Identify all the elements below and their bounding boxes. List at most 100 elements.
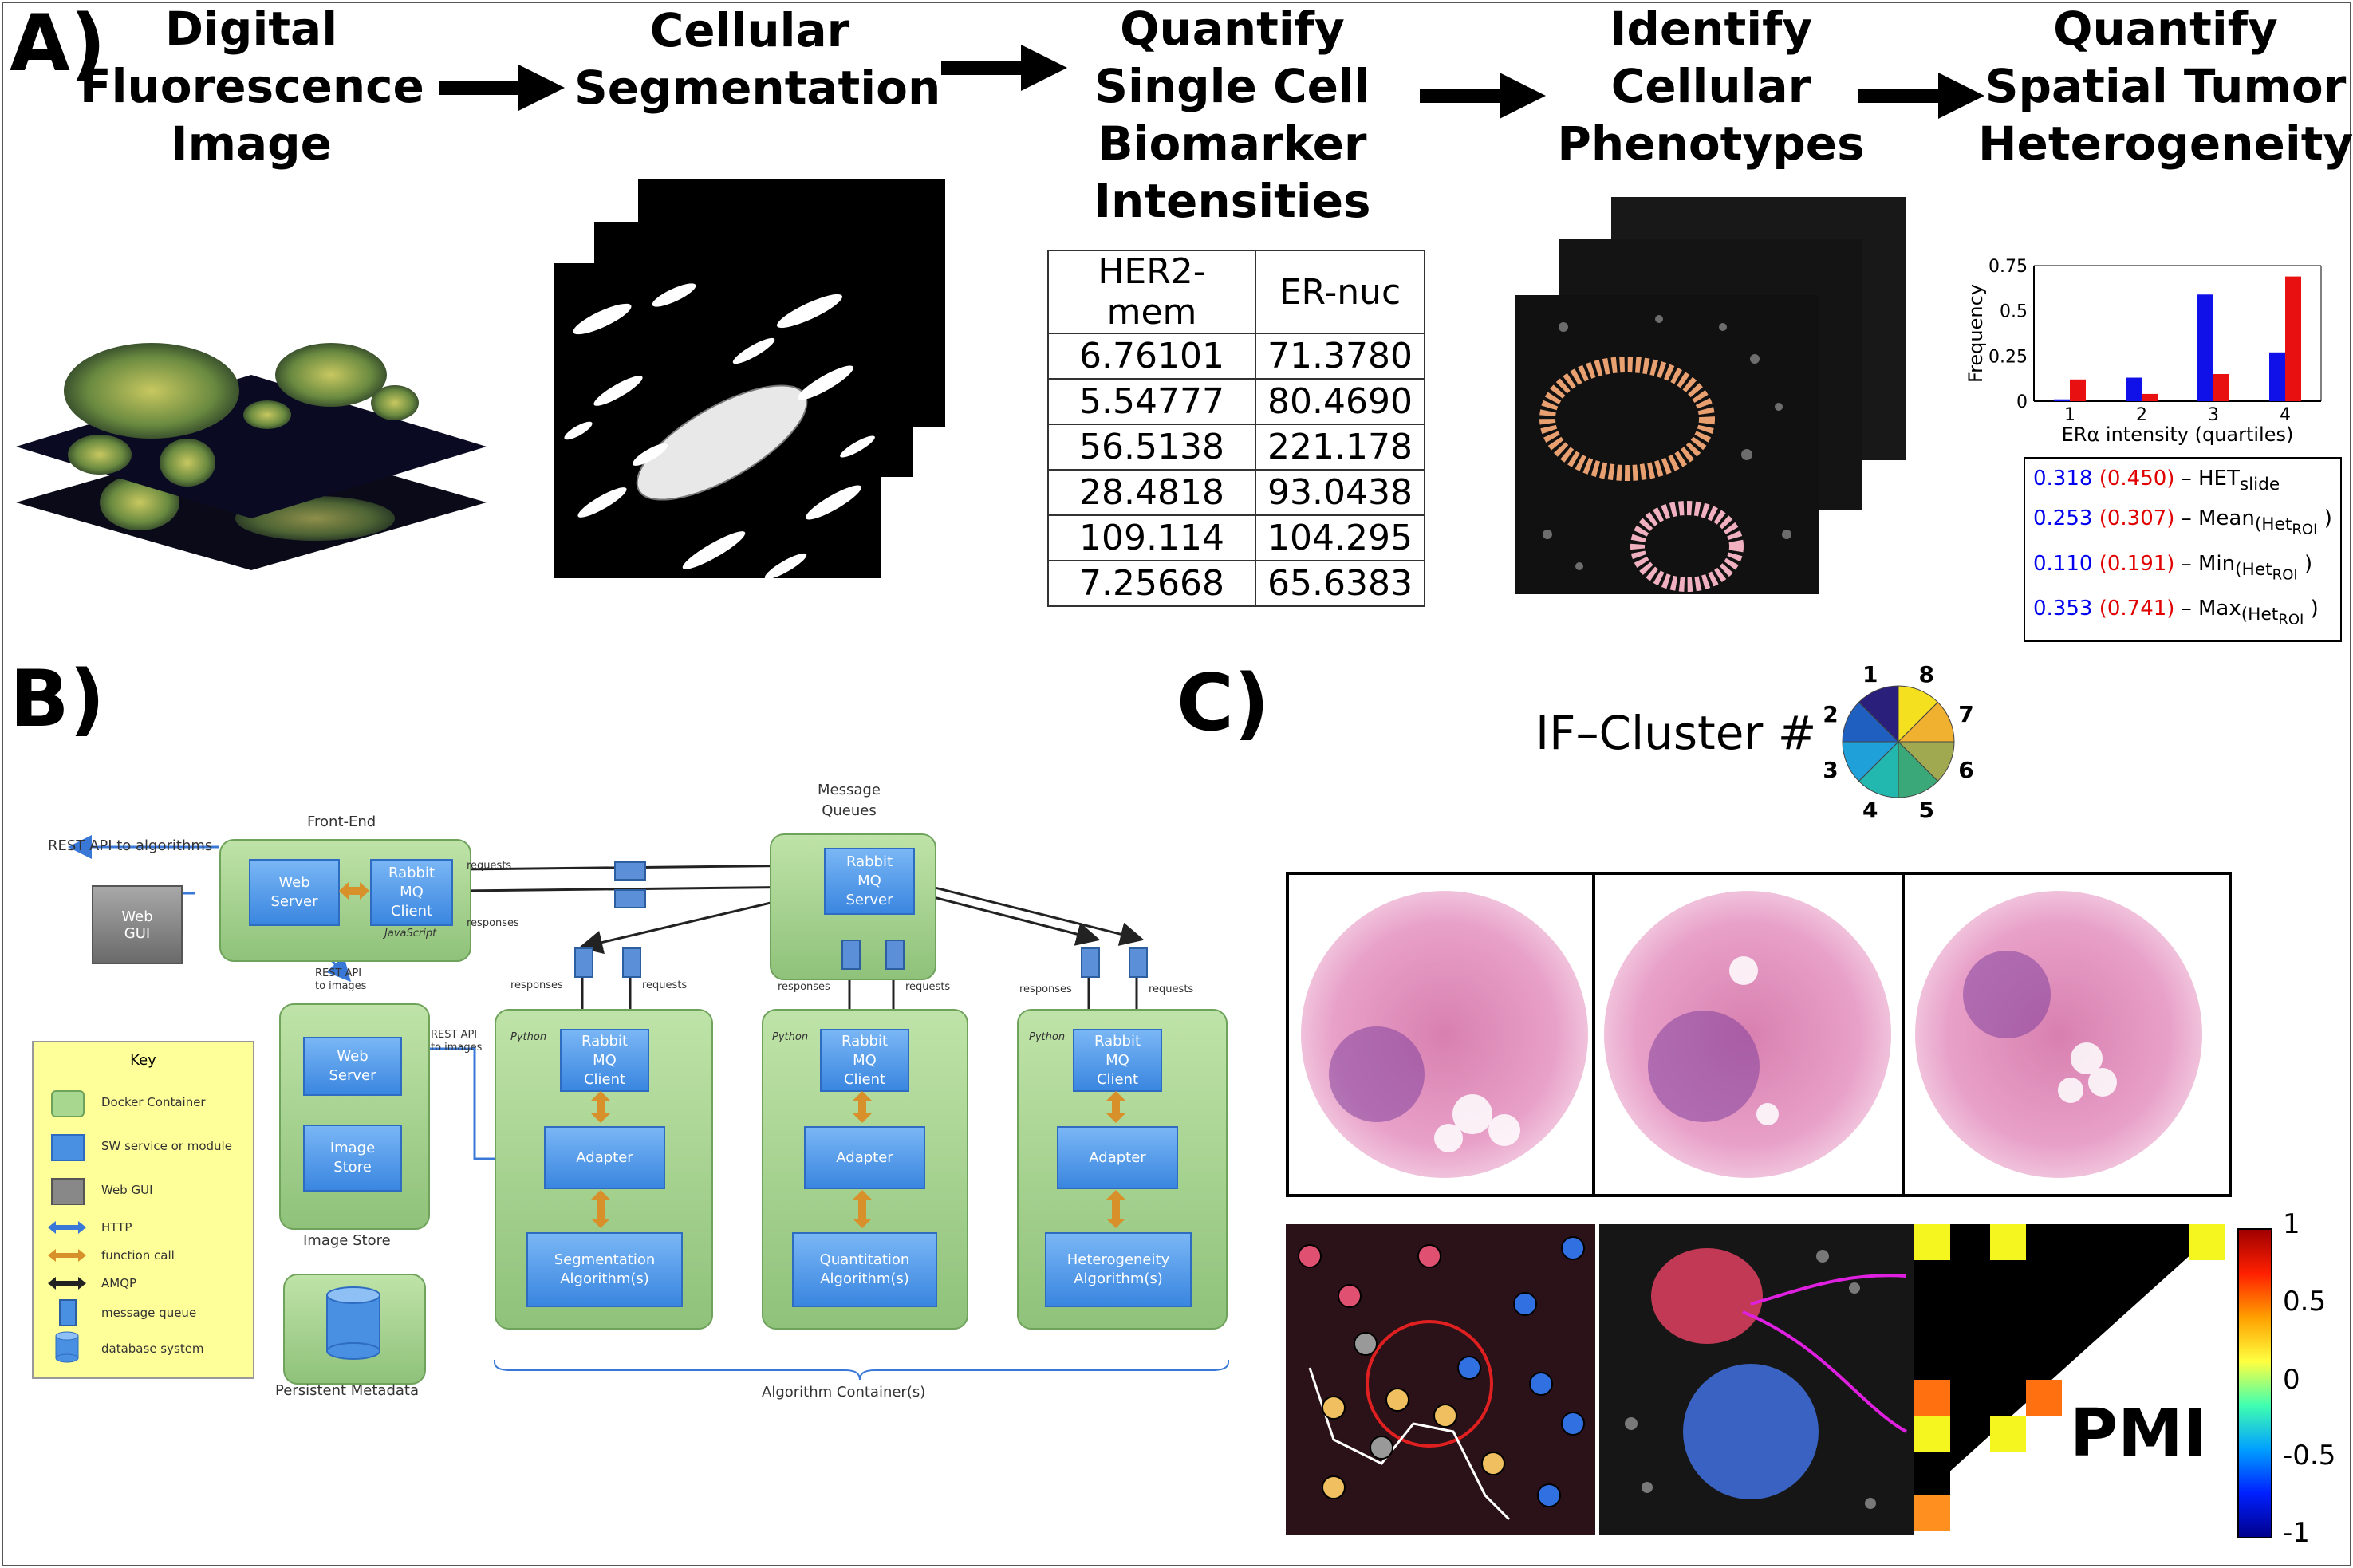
function-call-arrow	[591, 1190, 610, 1228]
table-cell: 109.114	[1047, 514, 1256, 561]
het-value: 0.253	[2033, 506, 2093, 531]
y-tick-label: 0	[2016, 392, 2028, 412]
cluster-number: 1	[1862, 661, 1878, 687]
phenotype-image-front	[1515, 295, 1819, 594]
table-cell: 5.54777	[1047, 378, 1256, 425]
het-value: 0.110	[2033, 551, 2093, 576]
y-tick-label: 0.5	[2000, 302, 2028, 322]
panel-b-label: B)	[10, 654, 105, 745]
message-queue-icon	[614, 889, 646, 908]
table-cell: 80.4690	[1255, 378, 1425, 425]
het-row: 0.110 (0.191) – Min(HetROI )	[2033, 547, 2332, 593]
cluster-number: 5	[1918, 797, 1933, 821]
x-tick-label: 4	[2280, 405, 2291, 425]
function-call-arrow	[591, 1091, 610, 1123]
het-sub-text: (Het	[2235, 559, 2272, 580]
function-call-arrow	[853, 1091, 872, 1123]
table-cell: 65.6383	[1255, 560, 1425, 607]
function-call-icon	[48, 1249, 86, 1262]
database-icon	[326, 1286, 380, 1360]
y-tick-label: 0.25	[1988, 347, 2028, 367]
key-label: database system	[101, 1341, 204, 1356]
column-header: ER-nuc	[1255, 250, 1425, 334]
het-label: – Min	[2181, 551, 2236, 576]
requests-label: requests	[642, 979, 688, 991]
bar	[2126, 377, 2142, 401]
bar	[2142, 393, 2158, 401]
segmentation-algorithm-box[interactable]: Segmentation Algorithm(s)	[526, 1232, 683, 1307]
het-adapter-box[interactable]: Adapter	[1057, 1126, 1178, 1189]
cluster-number: 7	[1958, 701, 1973, 727]
python-label: Python	[1029, 1031, 1066, 1043]
het-value-red: (0.741)	[2099, 597, 2175, 621]
function-call-arrow	[339, 882, 369, 900]
colorbar-tick: 0.5	[2283, 1286, 2327, 1318]
rest-api-images-label: REST API to images	[315, 967, 367, 992]
pmi-matrix	[1914, 1224, 2225, 1535]
het-sub-text: (Het	[2254, 514, 2292, 535]
key-label: message queue	[101, 1306, 197, 1320]
image-store-box[interactable]: Image Store	[303, 1125, 402, 1192]
bar	[2285, 276, 2301, 401]
y-axis-label: Frequency	[1965, 284, 1987, 383]
pie-slice	[1858, 685, 1899, 743]
key-label: Web GUI	[101, 1183, 153, 1197]
responses-label: responses	[778, 981, 830, 993]
het-sub: (HetROI	[2235, 559, 2298, 583]
cluster-number: 6	[1958, 757, 1973, 783]
responses-label: responses	[467, 917, 519, 929]
requests-label: requests	[905, 981, 951, 993]
persistent-metadata-label: Persistent Metadata	[275, 1382, 419, 1399]
rest-api-label: REST API to algorithms	[48, 837, 213, 854]
flow-arrow-4	[1858, 73, 1984, 119]
seg-rabbit-client-box[interactable]: Rabbit MQ Client	[560, 1029, 649, 1092]
key-label: HTTP	[101, 1220, 132, 1235]
pmi-label: PMI	[2070, 1396, 2208, 1471]
table-cell: 71.3780	[1255, 333, 1425, 380]
rabbit-mq-server-box[interactable]: Rabbit MQ Server	[824, 848, 915, 915]
image-store-title: Image Store	[303, 1232, 391, 1249]
seg-adapter-box[interactable]: Adapter	[544, 1126, 665, 1189]
step-identify-phenotypes: Identify Cellular Phenotypes	[1531, 0, 1890, 172]
image-web-server-box[interactable]: Web Server	[303, 1037, 402, 1096]
heterogeneity-algorithm-box[interactable]: Heterogeneity Algorithm(s)	[1045, 1232, 1192, 1307]
rabbit-mq-client-box[interactable]: Rabbit MQ Client	[370, 859, 453, 926]
legend-key: Key Docker Container SW service or modul…	[32, 1041, 254, 1379]
python-label: Python	[510, 1031, 547, 1043]
pmi-colorbar	[2237, 1228, 2272, 1538]
web-gui-icon	[51, 1178, 85, 1205]
y-tick-label: 0.75	[1988, 257, 2028, 277]
cluster-number: 2	[1823, 701, 1838, 727]
bar	[2197, 294, 2213, 401]
message-queue-key-icon	[59, 1299, 77, 1326]
quant-adapter-box[interactable]: Adapter	[804, 1126, 925, 1189]
het-tail: )	[2317, 506, 2332, 531]
sw-service-icon	[51, 1134, 85, 1161]
web-server-box[interactable]: Web Server	[249, 859, 340, 926]
table-cell: 28.4818	[1047, 469, 1256, 516]
quant-rabbit-client-box[interactable]: Rabbit MQ Client	[820, 1029, 909, 1092]
web-gui-box[interactable]: Web GUI	[92, 885, 183, 964]
table-cell: 104.295	[1255, 514, 1425, 561]
het-row: 0.318 (0.450) – HETslide	[2033, 462, 2332, 502]
front-end-label: Front-End	[307, 814, 376, 830]
het-tail: )	[2297, 551, 2313, 576]
table-cell: 221.178	[1255, 424, 1425, 471]
step-text: Quantify Single Cell Biomarker Intensiti…	[1094, 2, 1371, 228]
het-rabbit-client-box[interactable]: Rabbit MQ Client	[1073, 1029, 1162, 1092]
message-queue-icon	[622, 947, 641, 978]
colorbar-tick: -0.5	[2283, 1440, 2336, 1471]
quantitation-algorithm-box[interactable]: Quantitation Algorithm(s)	[792, 1232, 937, 1307]
cluster-number: 4	[1862, 797, 1878, 821]
bar	[2054, 399, 2070, 401]
key-label: function call	[101, 1248, 175, 1263]
x-tick-label: 3	[2208, 405, 2219, 425]
x-axis-label: ERα intensity (quartiles)	[2062, 424, 2294, 446]
step-text: Identify Cellular Phenotypes	[1557, 2, 1865, 171]
message-queue-icon	[574, 947, 593, 978]
